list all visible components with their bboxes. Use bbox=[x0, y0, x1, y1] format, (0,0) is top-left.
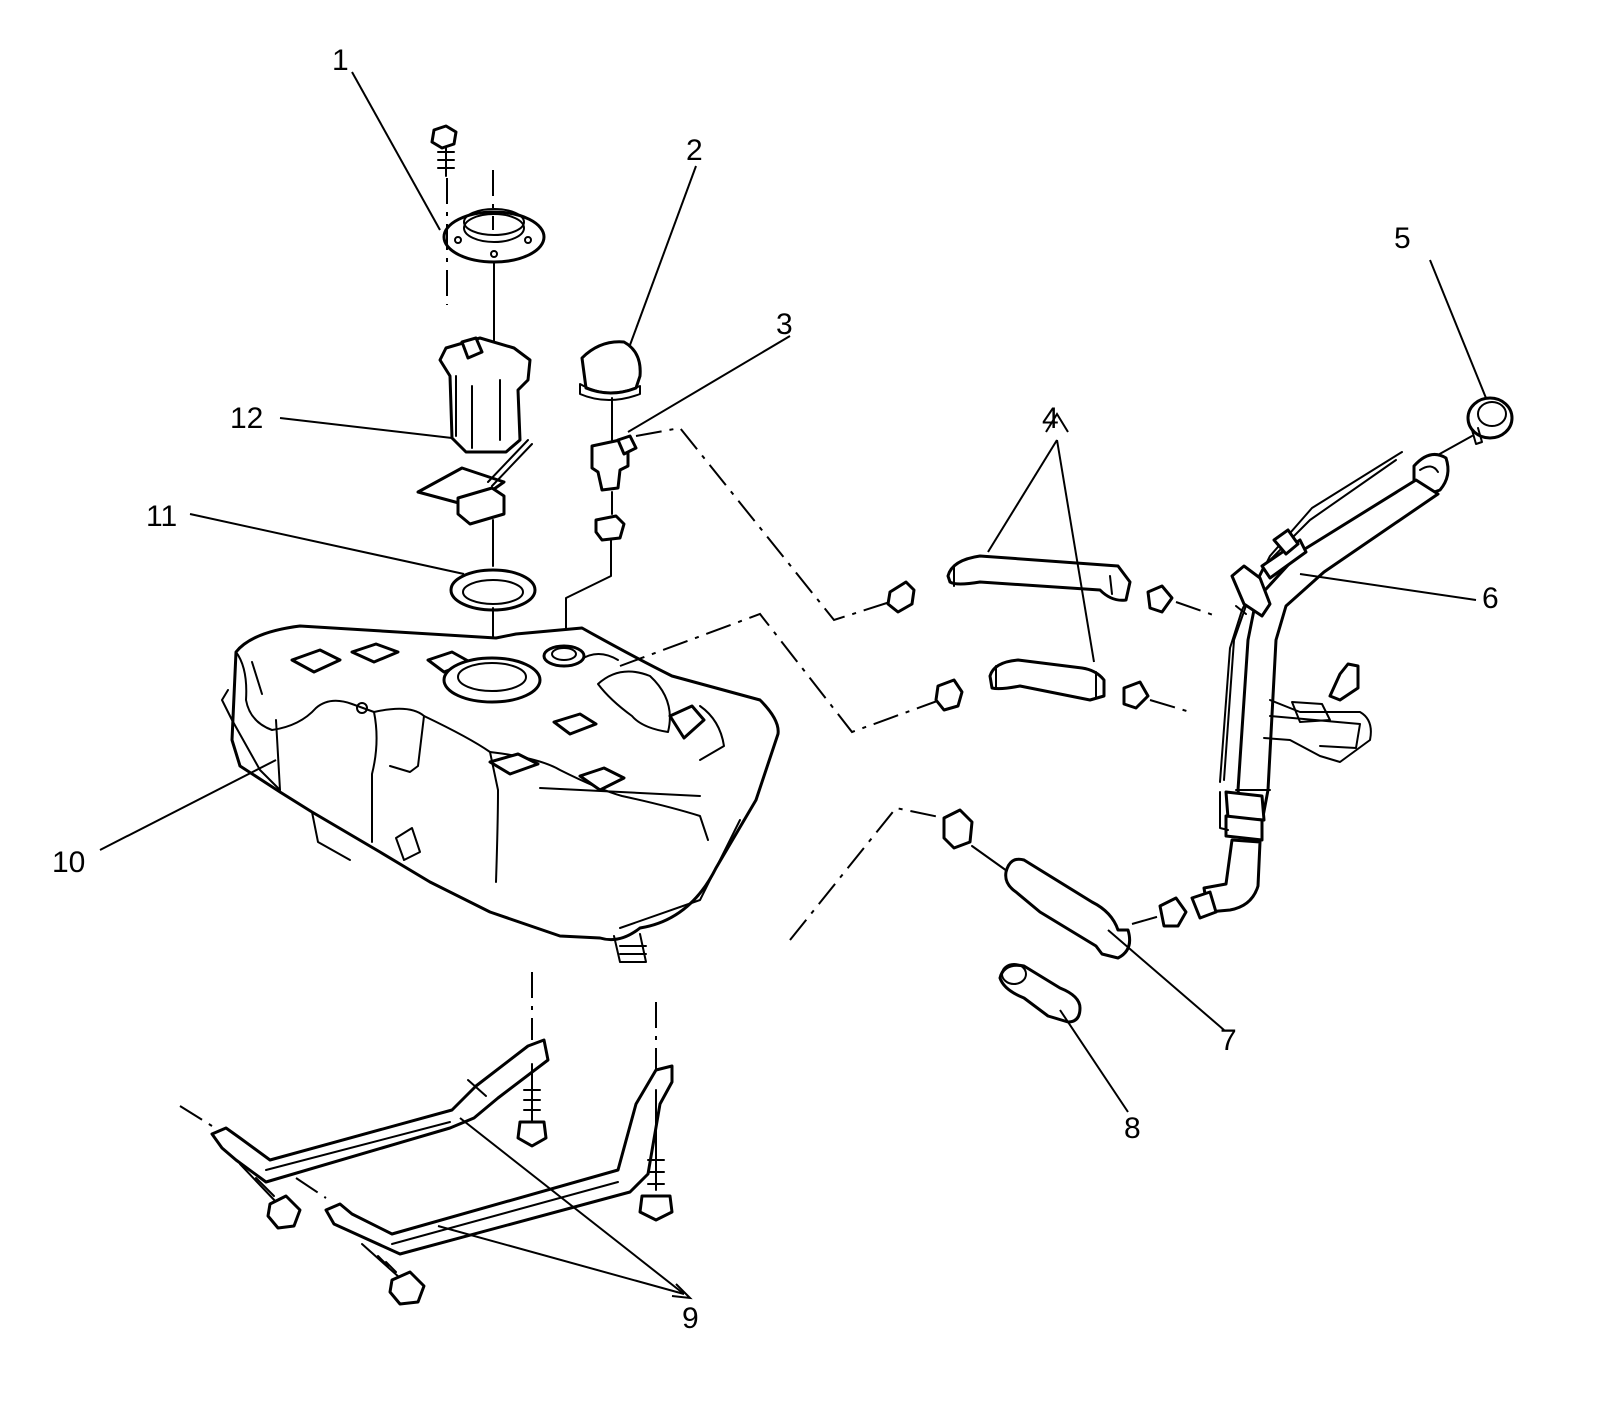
callout-5: 5 bbox=[1394, 222, 1411, 255]
callout-6: 6 bbox=[1482, 582, 1499, 615]
part-9-tank-straps bbox=[179, 972, 674, 1306]
callout-12: 12 bbox=[230, 402, 263, 435]
strap-bolt-3 bbox=[239, 1163, 302, 1230]
part-12-fuel-pump-module bbox=[416, 261, 533, 526]
callout-4: 4 bbox=[1042, 402, 1059, 435]
callout-10: 10 bbox=[52, 846, 85, 879]
strap-bolt-1 bbox=[516, 1063, 548, 1148]
part-4-vent-hoses bbox=[619, 426, 1217, 734]
part-11-seal bbox=[449, 519, 537, 681]
part-3-valve-grommet bbox=[565, 397, 638, 649]
part-10-fuel-tank bbox=[221, 624, 780, 963]
callout-2: 2 bbox=[686, 134, 703, 167]
leader-lines bbox=[99, 71, 1487, 1300]
part-1-retaining-ring bbox=[430, 124, 546, 305]
part-5-filler-cap bbox=[1435, 396, 1514, 457]
part-7-filler-hose bbox=[789, 806, 1218, 960]
callout-11: 11 bbox=[146, 500, 177, 533]
callout-1: 1 bbox=[332, 44, 349, 77]
part-2-vent-valve bbox=[579, 340, 642, 401]
part-6-filler-pipe bbox=[1202, 451, 1450, 914]
callout-9: 9 bbox=[682, 1302, 699, 1335]
callout-7: 7 bbox=[1220, 1024, 1237, 1057]
callout-8: 8 bbox=[1124, 1112, 1141, 1145]
callout-3: 3 bbox=[776, 308, 793, 341]
part-8-hose bbox=[998, 963, 1082, 1024]
callout-labels: 1 2 3 4 5 6 7 8 9 10 11 12 bbox=[52, 44, 1499, 1335]
strap-bolt-4 bbox=[361, 1243, 426, 1306]
strap-bolt-2 bbox=[638, 1089, 674, 1222]
